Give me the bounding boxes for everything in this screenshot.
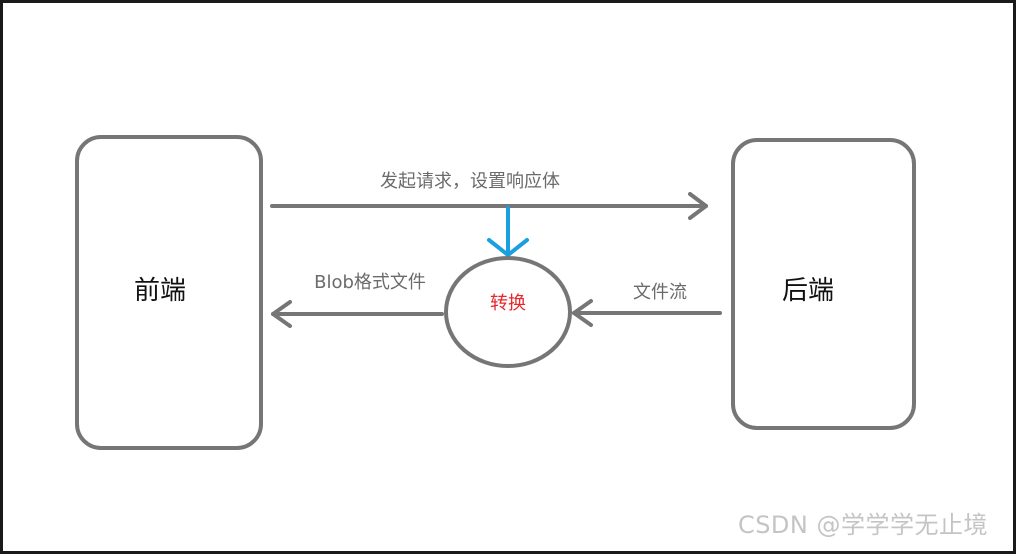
- watermark: CSDN @学学学无止境: [737, 511, 988, 539]
- stream-arrow-head: [572, 299, 593, 327]
- request-arrow-head: [688, 192, 708, 220]
- blob-arrow-head: [271, 300, 292, 328]
- request-label: 发起请求，设置响应体: [380, 171, 560, 192]
- blob-label: Blob格式文件: [314, 272, 426, 293]
- stream-label: 文件流: [633, 282, 687, 303]
- blob-arrow: Blob格式文件: [271, 272, 444, 328]
- backend-label: 后端: [782, 276, 834, 306]
- intercept-arrow: [487, 206, 529, 257]
- frontend-label: 前端: [134, 276, 186, 306]
- backend-node: 后端: [731, 138, 916, 430]
- frontend-node: 前端: [75, 135, 263, 450]
- convert-circle: [444, 256, 572, 368]
- request-arrow: 发起请求，设置响应体: [270, 171, 708, 220]
- stream-arrow: 文件流: [572, 282, 722, 327]
- convert-node: 转换: [444, 256, 572, 368]
- intercept-arrow-head: [487, 238, 529, 257]
- backend-box: [731, 138, 916, 430]
- convert-label: 转换: [490, 293, 526, 314]
- frontend-box: [75, 135, 263, 450]
